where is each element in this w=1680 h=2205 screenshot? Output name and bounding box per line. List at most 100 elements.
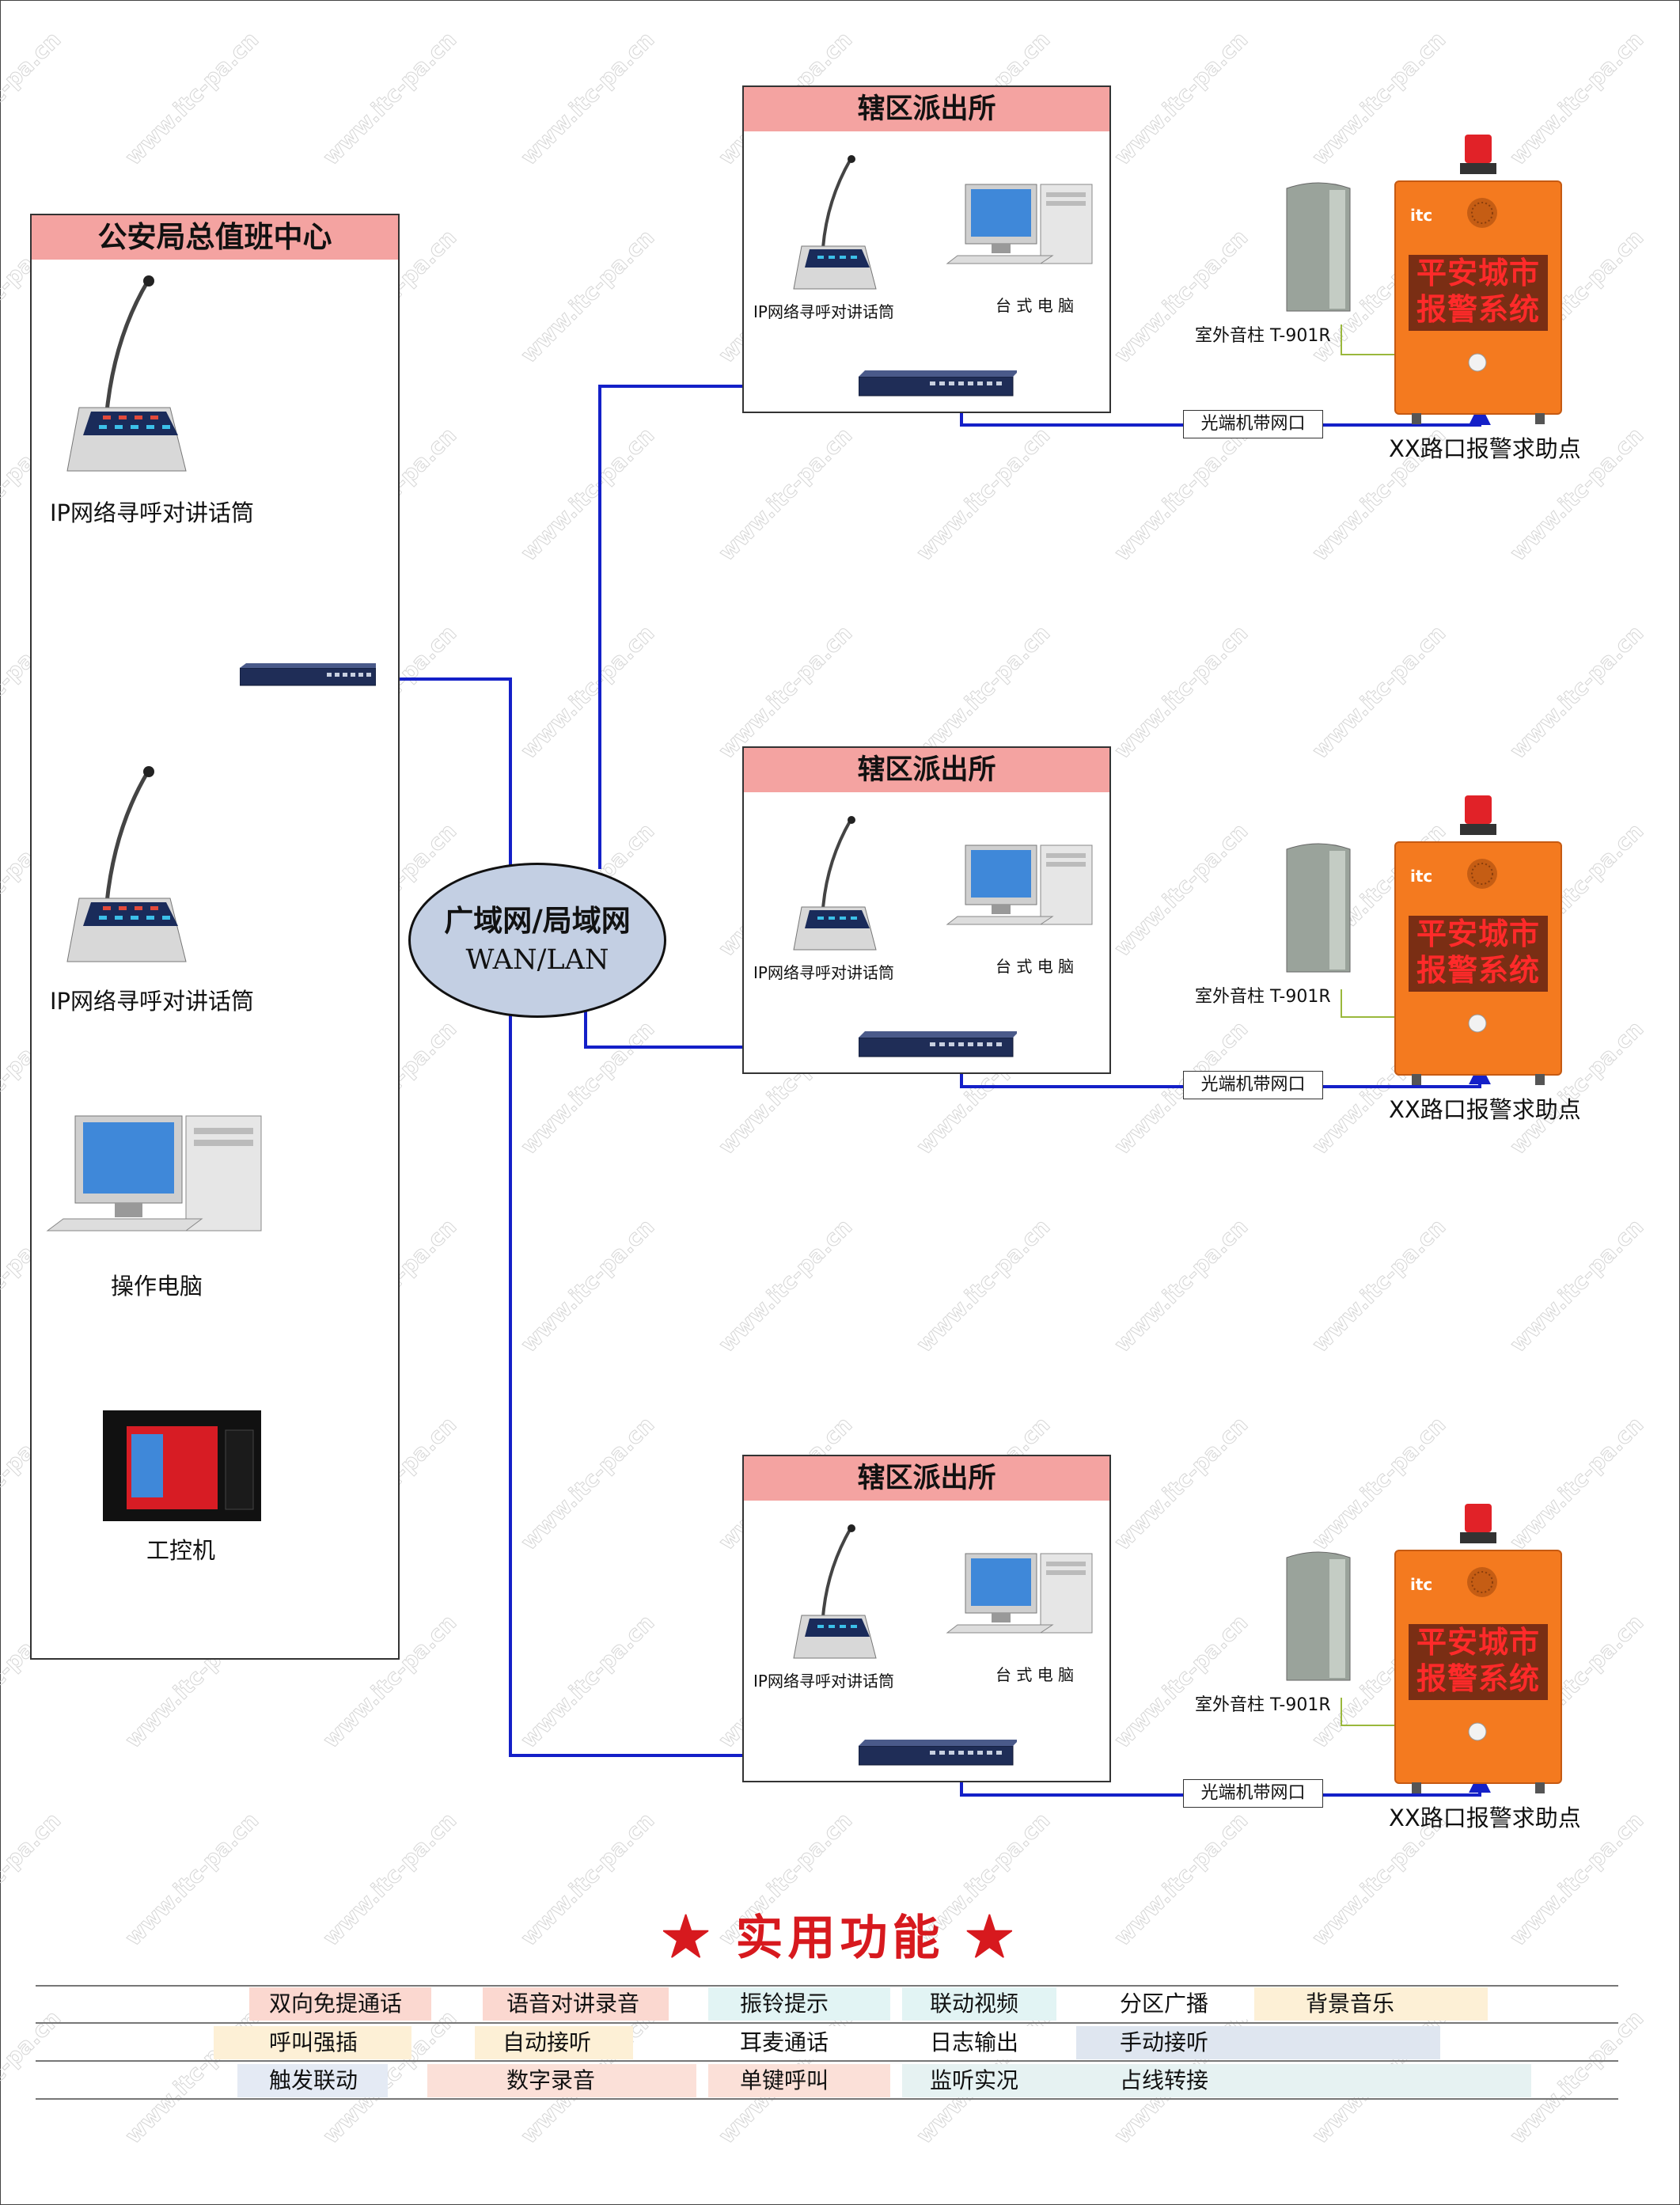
alarm-terminal: itc 平安城市报警系统	[1394, 180, 1562, 424]
mount-foot-icon	[1535, 1782, 1545, 1793]
speaker-grille-icon	[1467, 859, 1497, 889]
feature-item: 分区广播	[1120, 1991, 1209, 2017]
feature-item: 日志输出	[930, 2029, 1019, 2055]
speaker-label: 室外音柱 T-901R	[1195, 326, 1331, 346]
feature-cell-bg	[214, 2026, 411, 2059]
mic1-label: IP网络寻呼对讲话筒	[50, 499, 255, 526]
feature-cell-bg	[708, 2026, 890, 2059]
feature-cell-bg	[708, 2064, 890, 2097]
feature-cell-bg	[427, 2064, 696, 2097]
speaker-grille-icon	[1467, 198, 1497, 228]
mic-console-icon	[793, 816, 877, 951]
alarm-label: XX路口报警求助点	[1389, 1805, 1581, 1831]
optical-label: 光端机带网口	[1200, 1783, 1306, 1803]
wan-lan-cloud: 广域网/局域网 WAN/LAN	[408, 863, 666, 1018]
center-title: 公安局总值班中心	[32, 215, 398, 260]
mount-foot-icon	[1535, 1074, 1545, 1085]
call-button-icon	[1468, 353, 1487, 372]
link-wan-station3	[509, 1013, 857, 1767]
speaker-column-icon	[1286, 1551, 1351, 1681]
desktop-pc-icon	[46, 1115, 262, 1232]
feature-item: 振铃提示	[740, 1991, 829, 2017]
speaker-label: 室外音柱 T-901R	[1195, 987, 1331, 1007]
wan-lan-line1: 广域网/局域网	[444, 903, 631, 938]
speaker-label: 室外音柱 T-901R	[1195, 1695, 1331, 1715]
feature-cell-bg	[483, 1987, 669, 2021]
call-button-icon	[1468, 1014, 1487, 1033]
desktop-pc-icon	[946, 1553, 1093, 1634]
station-title: 辖区派出所	[744, 87, 1109, 131]
feature-item: 呼叫强插	[269, 2029, 358, 2055]
alarm-label: XX路口报警求助点	[1389, 1096, 1581, 1123]
itc-logo: itc	[1410, 1575, 1433, 1594]
feature-item: 监听实况	[930, 2067, 1019, 2093]
alarm-label: XX路口报警求助点	[1389, 435, 1581, 462]
itc-logo: itc	[1410, 867, 1433, 886]
mic2-label: IP网络寻呼对讲话筒	[50, 988, 255, 1015]
alarm-sign: 平安城市报警系统	[1409, 916, 1548, 992]
feature-item: 背景音乐	[1306, 1991, 1395, 2017]
mount-foot-icon	[1412, 1074, 1421, 1085]
mount-foot-icon	[1412, 413, 1421, 424]
alarm-terminal: itc 平安城市报警系统	[1394, 841, 1562, 1085]
station-switch-icon	[859, 370, 1017, 397]
feature-row-divider	[36, 1985, 1618, 1987]
alarm-light-icon	[1460, 795, 1496, 835]
station-title: 辖区派出所	[744, 748, 1109, 792]
feature-cell-bg	[249, 1987, 431, 2021]
station-mic-label: IP网络寻呼对讲话筒	[753, 302, 894, 321]
station-switch-icon	[859, 1740, 1017, 1766]
speaker-grille-icon	[1467, 1567, 1497, 1597]
optical-label: 光端机带网口	[1200, 414, 1306, 434]
feature-row-divider	[36, 2098, 1618, 2100]
pc-label: 操作电脑	[111, 1273, 203, 1300]
feature-item: 数字录音	[506, 2067, 596, 2093]
mic-console-icon	[66, 275, 187, 472]
desktop-pc-icon	[946, 844, 1093, 925]
mount-foot-icon	[1535, 413, 1545, 424]
feature-row-divider	[36, 2060, 1618, 2062]
industrial-pc-icon	[103, 1410, 261, 1521]
feature-cell-bg	[708, 1987, 890, 2021]
alarm-light-icon	[1460, 1504, 1496, 1543]
alarm-terminal: itc 平安城市报警系统	[1394, 1550, 1562, 1793]
features-title: ★ 实用功能 ★	[662, 1911, 1018, 1966]
feature-cell-bg	[1076, 2026, 1440, 2059]
alarm-sign: 平安城市报警系统	[1409, 1624, 1548, 1700]
feature-item: 触发联动	[269, 2067, 358, 2093]
alarm-sign: 平安城市报警系统	[1409, 255, 1548, 331]
feature-cell-bg	[902, 2026, 1056, 2059]
feature-item: 单键呼叫	[740, 2067, 829, 2093]
alarm-light-icon	[1460, 135, 1496, 174]
feature-item: 双向免提通话	[269, 1991, 403, 2017]
feature-cell-bg	[902, 1987, 1056, 2021]
speaker-column-icon	[1286, 182, 1351, 312]
station-title: 辖区派出所	[744, 1456, 1109, 1501]
center-switch-icon	[240, 663, 376, 686]
feature-row-divider	[36, 2022, 1618, 2024]
optical-transceiver-box: 光端机带网口	[1183, 1071, 1323, 1099]
mount-foot-icon	[1412, 1782, 1421, 1793]
station-mic-label: IP网络寻呼对讲话筒	[753, 1672, 894, 1691]
call-button-icon	[1468, 1722, 1487, 1741]
optical-transceiver-box: 光端机带网口	[1183, 410, 1323, 438]
feature-cell-bg	[237, 2064, 388, 2097]
feature-item: 耳麦通话	[740, 2029, 829, 2055]
feature-cell-bg	[475, 2026, 633, 2059]
station-pc-label: 台 式 电 脑	[995, 1665, 1075, 1684]
feature-cell-bg	[1076, 2064, 1531, 2097]
speaker-column-icon	[1286, 843, 1351, 973]
station-switch-icon	[859, 1031, 1017, 1057]
mic-console-icon	[793, 155, 877, 290]
optical-transceiver-box: 光端机带网口	[1183, 1779, 1323, 1808]
link-center-wan	[376, 668, 512, 867]
ipc-label: 工控机	[146, 1537, 216, 1564]
feature-item: 联动视频	[930, 1991, 1019, 2017]
desktop-pc-icon	[946, 184, 1093, 264]
station-mic-label: IP网络寻呼对讲话筒	[753, 963, 894, 982]
feature-cell-bg	[1056, 1987, 1246, 2021]
mic-console-icon	[793, 1524, 877, 1659]
feature-item: 自动接听	[502, 2029, 592, 2055]
mic-console-icon	[66, 766, 187, 962]
itc-logo: itc	[1410, 206, 1433, 225]
